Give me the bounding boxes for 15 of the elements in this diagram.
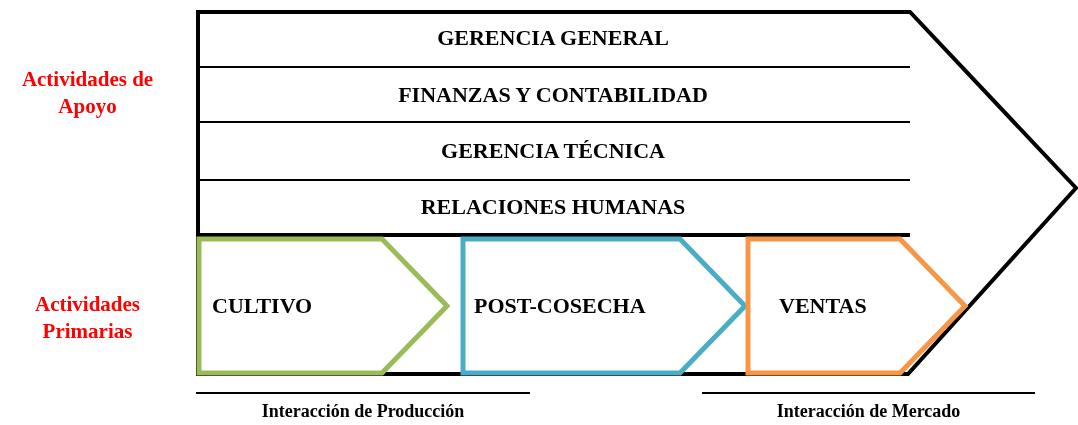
activity-label: CULTIVO: [212, 293, 313, 319]
activity-label: VENTAS: [779, 293, 867, 319]
primary-activity-box: [196, 236, 450, 376]
section-label: Actividades de Apoyo: [20, 66, 155, 121]
activity-label: RELACIONES HUMANAS: [420, 194, 686, 220]
primary-activity-box: [745, 236, 968, 376]
activity-label: GERENCIA GENERAL: [437, 25, 669, 51]
section-label: Actividades Primarias: [34, 291, 141, 346]
activity-label: POST-COSECHA: [474, 293, 646, 319]
interaction-label: Interacción de Mercado: [775, 400, 962, 423]
value-chain-outline: [196, 10, 1078, 376]
activity-label: GERENCIA TÉCNICA: [441, 138, 665, 164]
activity-label: FINANZAS Y CONTABILIDAD: [398, 81, 708, 108]
interaction-label: Interacción de Producción: [260, 400, 466, 423]
primary-activity-box: [460, 236, 748, 376]
